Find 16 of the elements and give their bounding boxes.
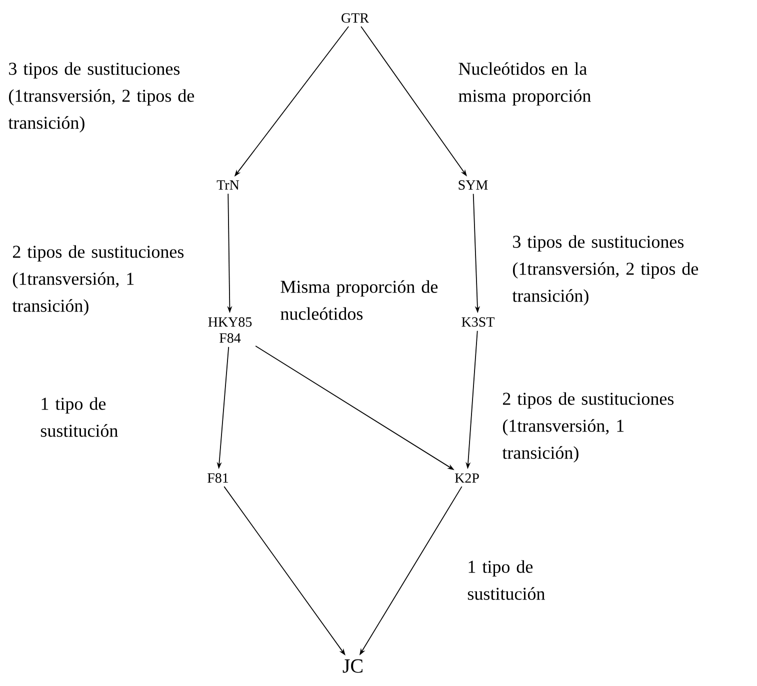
annotation: 1 tipo de sustitución [40, 397, 118, 437]
annotation: 2 tipos de sustituciones (1transversión, 1 transición) [502, 392, 674, 463]
annotation: Nucleótidos en la misma proporción [458, 62, 591, 106]
model-label: TrN [216, 180, 240, 190]
model-label: GTR [342, 13, 369, 23]
model-label: JC [342, 659, 362, 673]
model-label: K2P [454, 473, 479, 483]
annotation: 2 tipos de sustituciones (1transversión, 1 transición) [12, 245, 184, 316]
annotation: 3 tipos de sustituciones (1transversión, 2 tipos de transición) [512, 235, 698, 306]
annotation: Misma proporción de nucleótidos [280, 280, 438, 320]
model-label: HKY85 F84 [208, 317, 252, 343]
model-label: K3ST [462, 317, 494, 327]
model-label: SYM [458, 180, 488, 190]
annotation: 1 tipo de sustitución [468, 560, 545, 600]
annotation: 3 tipos de sustituciones (1transversión, 2 tipos de transición) [8, 62, 194, 133]
model-label: F81 [208, 473, 228, 483]
